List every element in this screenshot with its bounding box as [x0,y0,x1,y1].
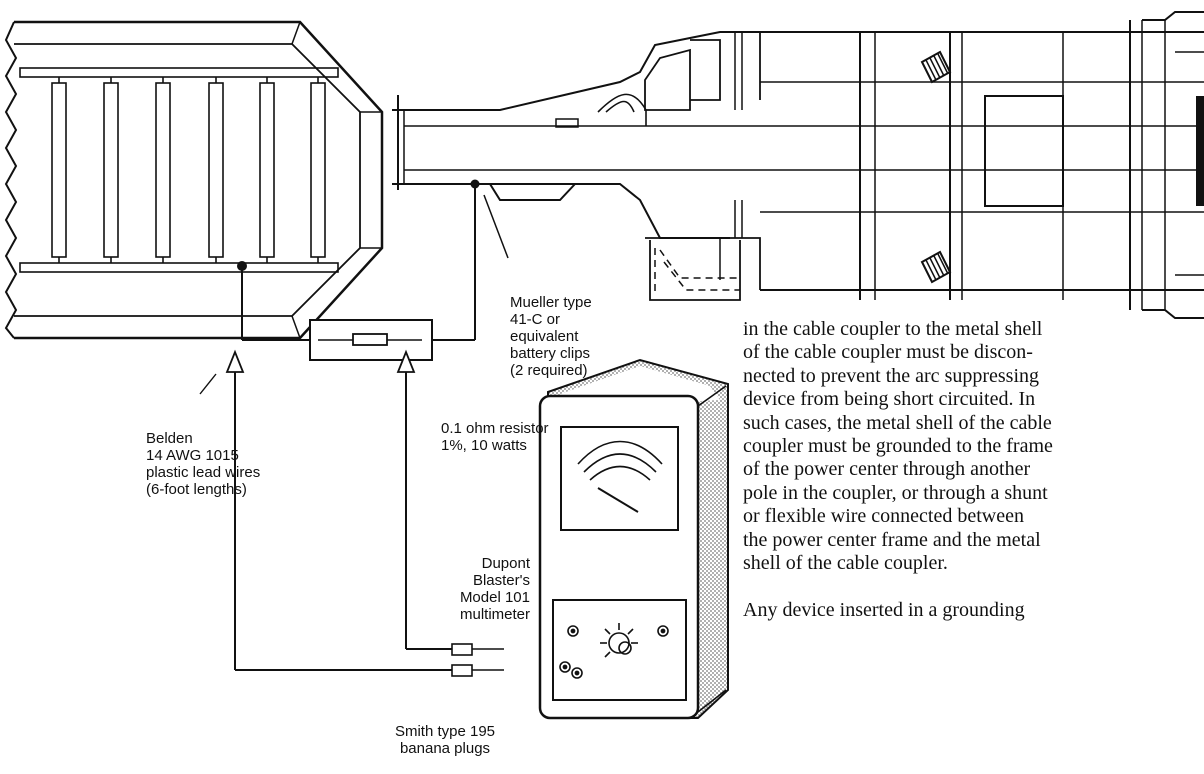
cable-coupler-test-diagram [4,11,1204,720]
body-paragraph: in the cable coupler to the metal shell … [743,318,1053,575]
test-wiring [199,184,504,677]
upper-screw-icon [920,50,952,84]
body-text: in the cable coupler to the metal shell … [743,318,1204,623]
body-next-paragraph: Any device inserted in a grounding [743,599,1025,622]
power-center [4,20,384,340]
cable-coupler [392,11,1204,319]
selector-knob-icon [600,623,638,658]
multimeter [538,358,729,720]
lower-screw-icon [920,250,952,284]
